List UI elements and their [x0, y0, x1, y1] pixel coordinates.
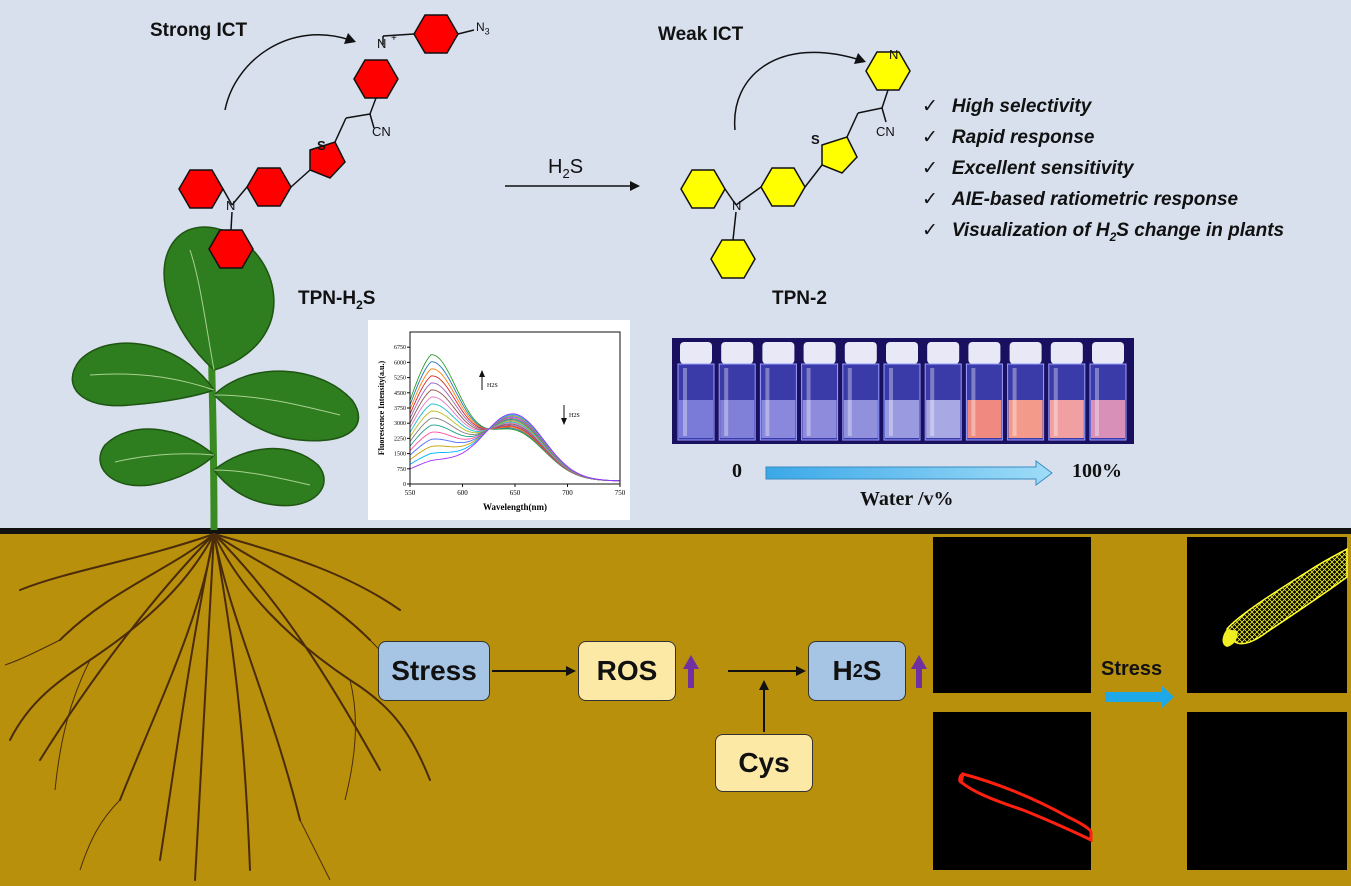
- ring-phenyl-left-product: [680, 169, 726, 209]
- spectrum-xlabel: Wavelength(nm): [483, 502, 547, 512]
- micrograph-control-red: [933, 712, 1093, 870]
- ring-thiophene-product: [821, 136, 858, 174]
- soil-panel-background: [0, 532, 1351, 886]
- vial: [718, 342, 756, 441]
- feature-list: ✓High selectivity ✓Rapid response ✓Excel…: [922, 95, 1284, 250]
- vial-photo: [672, 338, 1134, 444]
- ring-phenyl-left: [178, 169, 224, 209]
- water-gradient-arrow: [765, 460, 1053, 486]
- y-tick-label: 5250: [394, 376, 406, 382]
- y-tick-label: 6750: [394, 345, 406, 351]
- azide-label: N3: [476, 20, 490, 37]
- stress-arrow-label: Stress: [1101, 658, 1163, 680]
- probe-name: TPN-H2S: [298, 288, 376, 312]
- leaf-right-lower: [212, 447, 325, 507]
- y-tick-label: 1500: [394, 452, 406, 458]
- feature-item: ✓Excellent sensitivity: [922, 158, 1134, 179]
- spectrum-series-line: [409, 413, 621, 482]
- feature-item: ✓Visualization of H2S change in plants: [922, 220, 1285, 244]
- y-tick-label: 3000: [394, 421, 406, 427]
- cn-label-product: CN: [876, 124, 895, 139]
- reagent-label: H2S: [548, 156, 584, 181]
- stress-box: Stress: [378, 641, 490, 701]
- stress-arrow: [1105, 686, 1174, 708]
- x-tick-label: 750: [615, 489, 626, 497]
- y-tick-label: 3750: [394, 406, 406, 412]
- micrograph-control-yellow: [933, 537, 1091, 693]
- feature-item: ✓Rapid response: [922, 127, 1095, 148]
- leaf-right-upper: [212, 370, 360, 442]
- micrograph-stress-yellow: [1187, 537, 1348, 693]
- spectrum-annotation-up: H2S: [487, 383, 498, 389]
- x-tick-label: 550: [405, 489, 416, 497]
- feature-item: ✓AIE-based ratiometric response: [922, 189, 1239, 210]
- x-tick-label: 650: [510, 489, 521, 497]
- spectrum-ylabel: Fluorescence Intensity(a.u.): [377, 361, 386, 456]
- cys-box: Cys: [715, 734, 813, 792]
- y-tick-label: 2250: [394, 436, 406, 442]
- roots: [9, 533, 431, 881]
- y-tick-label: 750: [397, 467, 406, 473]
- strong-ict-label: Strong ICT: [150, 20, 248, 41]
- vial: [842, 342, 880, 441]
- ros-up-arrow: [683, 655, 699, 688]
- vial: [677, 342, 715, 441]
- vial: [1007, 342, 1045, 441]
- leaf-left-lower: [99, 428, 216, 487]
- ros-box: ROS: [578, 641, 676, 701]
- ring-phenyl-bottom-product: [710, 239, 756, 279]
- micrograph-stress-red: [1187, 712, 1347, 870]
- ring-thiophene: [309, 141, 346, 179]
- ring-pyridinium: [353, 59, 399, 99]
- water-end-label: 100%: [1072, 460, 1122, 482]
- leaf-left-upper: [71, 342, 216, 407]
- vial: [1048, 342, 1086, 441]
- vial: [1089, 342, 1127, 441]
- water-start-label: 0: [732, 460, 742, 482]
- y-tick-label: 0: [403, 482, 406, 488]
- y-tick-label: 4500: [394, 391, 406, 397]
- vial: [883, 342, 921, 441]
- feature-item: ✓High selectivity: [922, 96, 1092, 117]
- soil-line: [0, 528, 1351, 534]
- x-tick-label: 600: [457, 489, 468, 497]
- vial: [965, 342, 1003, 441]
- y-tick-label: 6000: [394, 360, 406, 366]
- atom-n-probe: N: [226, 198, 236, 213]
- x-tick-label: 700: [562, 489, 573, 497]
- atom-s-product: S: [811, 132, 820, 147]
- vial: [924, 342, 962, 441]
- spectrum-annotation-down: H2S: [569, 413, 580, 419]
- cn-label-probe: CN: [372, 124, 391, 139]
- ring-pyridine: [865, 51, 911, 91]
- fluorescence-spectrum-chart: 550 600 650 700 750 0 750 1500 2250 3000 3750 4500…: [368, 320, 630, 520]
- atom-s-probe: S: [317, 138, 326, 153]
- product-name: TPN-2: [772, 288, 827, 309]
- water-axis-label: Water /v%: [860, 488, 954, 510]
- atom-n-plus: N: [377, 36, 387, 51]
- atom-n-product: N: [732, 198, 742, 213]
- h2s-up-arrow: [911, 655, 927, 688]
- atom-n-pyridine: N: [889, 47, 899, 62]
- weak-ict-label: Weak ICT: [658, 24, 744, 45]
- vial: [801, 342, 839, 441]
- plus-charge: +: [391, 33, 397, 44]
- vial: [759, 342, 797, 441]
- ring-phenyl-bottom: [208, 229, 254, 269]
